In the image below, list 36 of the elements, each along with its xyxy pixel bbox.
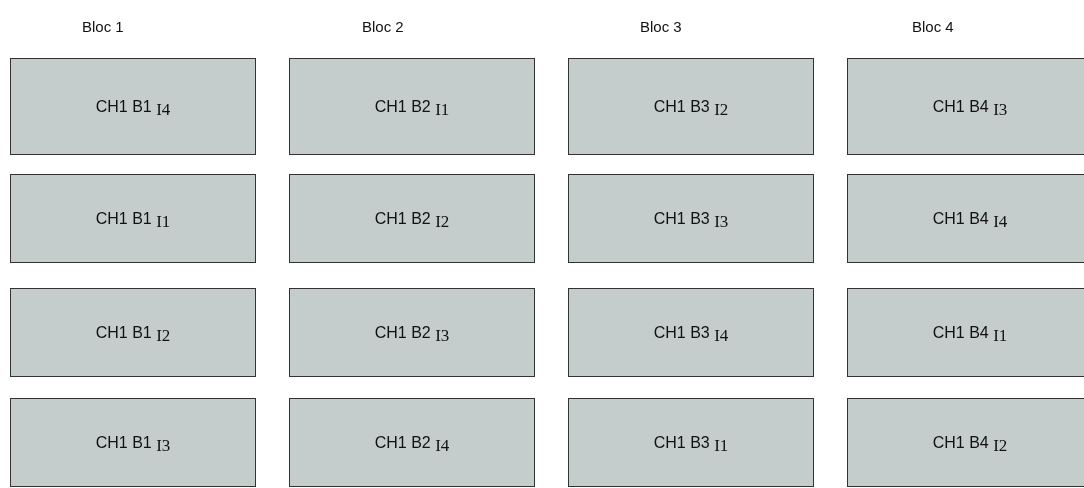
plot-label: CH1 B3 I2 [653, 96, 729, 117]
plot-label: CH1 B3 I1 [653, 432, 729, 453]
plot-box [568, 398, 814, 487]
plot-label: CH1 B4 I2 [932, 432, 1008, 453]
column-heading: Bloc 1 [82, 18, 124, 35]
plot-label: CH1 B2 I1 [374, 96, 450, 117]
plot-label: CH1 B4 I4 [932, 208, 1008, 229]
plot-box [568, 288, 814, 377]
plot-label: CH1 B1 I3 [95, 432, 171, 453]
plot-box [10, 58, 256, 155]
plot-box [289, 58, 535, 155]
plot-box [847, 398, 1084, 487]
plot-box [289, 398, 535, 487]
plot-label: CH1 B4 I1 [932, 322, 1008, 343]
plot-label: CH1 B3 I3 [653, 208, 729, 229]
plot-box [10, 174, 256, 263]
plot-label: CH1 B2 I2 [374, 208, 450, 229]
plot-box [289, 288, 535, 377]
plot-box [847, 58, 1084, 155]
plot-box [568, 58, 814, 155]
column-heading: Bloc 2 [362, 18, 404, 35]
plot-label: CH1 B4 I3 [932, 96, 1008, 117]
plot-label: CH1 B2 I4 [374, 432, 450, 453]
column-heading: Bloc 3 [640, 18, 682, 35]
plot-box [10, 288, 256, 377]
plot-label: CH1 B1 I4 [95, 96, 171, 117]
plot-box [568, 174, 814, 263]
plot-box [10, 398, 256, 487]
plot-label: CH1 B2 I3 [374, 322, 450, 343]
plot-box [847, 174, 1084, 263]
plot-label: CH1 B3 I4 [653, 322, 729, 343]
plot-label: CH1 B1 I2 [95, 322, 171, 343]
column-heading: Bloc 4 [912, 18, 954, 35]
plot-label: CH1 B1 I1 [95, 208, 171, 229]
plot-box [847, 288, 1084, 377]
plot-box [289, 174, 535, 263]
